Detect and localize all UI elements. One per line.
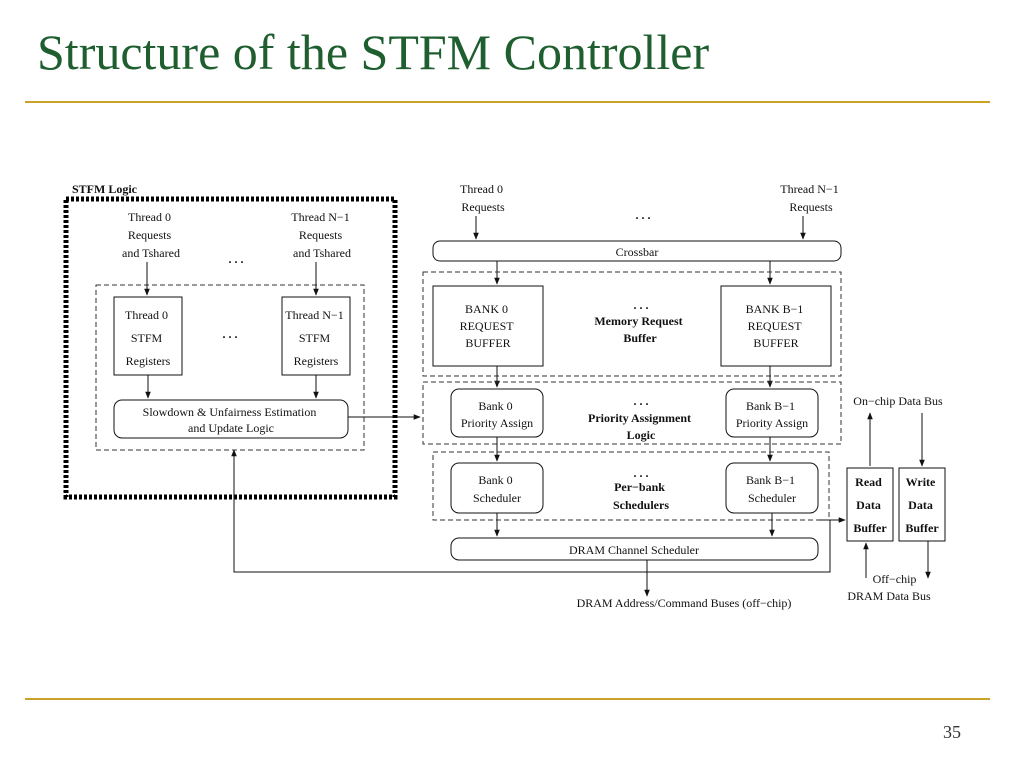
thread0-requests-tshared-label: Thread 0 Requests and Tshared (122, 210, 180, 260)
bankB1-priority-assign-box (725, 388, 819, 438)
bankB1-scheduler-box (725, 462, 819, 514)
ellipsis-schedulers: . . . (634, 466, 649, 480)
threadN1-stfm-registers-box (281, 296, 351, 376)
read-data-buffer-box (846, 467, 894, 542)
bottom-divider (25, 698, 990, 700)
bankB1-scheduler-label: Bank B−1 Scheduler (746, 473, 798, 505)
thread0-stfm-registers-label: Thread 0 STFM Registers (125, 308, 171, 368)
thread0-requests-label: Thread 0 Requests (460, 182, 506, 214)
slowdown-unfairness-logic-box (113, 399, 349, 439)
dram-channel-scheduler-label: DRAM Channel Scheduler (569, 543, 699, 557)
bank0-request-buffer-label: BANK 0 REQUEST BUFFER (460, 302, 517, 350)
dram-address-command-buses-label: DRAM Address/Command Buses (off−chip) (577, 596, 792, 610)
bankB1-request-buffer-label: BANK B−1 REQUEST BUFFER (746, 302, 807, 350)
ellipsis-threads-top-left: . . . (229, 252, 244, 266)
stfm-logic-label: STFM Logic (72, 182, 138, 196)
dram-channel-scheduler-box (450, 537, 819, 561)
bank0-priority-assign-label: Bank 0 Priority Assign (461, 399, 533, 430)
slowdown-unfairness-logic-label: Slowdown & Unfairness Estimation and Upd… (143, 405, 320, 435)
read-data-buffer-label: Read Data Buffer (853, 475, 887, 535)
memory-request-buffer-label: Memory Request Buffer (594, 314, 685, 345)
threadN1-requests-label: Thread N−1 Requests (780, 182, 841, 214)
slide-title: Structure of the STFM Controller (37, 24, 710, 80)
feedback-arrow-to-slowdown-logic (231, 449, 831, 573)
crossbar-box (432, 240, 842, 262)
threadN1-stfm-registers-label: Thread N−1 STFM Registers (285, 308, 346, 368)
per-bank-schedulers-label: Per−bank Schedulers (613, 480, 669, 512)
crossbar-label: Crossbar (616, 245, 659, 259)
ellipsis-priority: . . . (634, 394, 649, 408)
bankB1-priority-assign-label: Bank B−1 Priority Assign (736, 399, 808, 430)
bank0-scheduler-label: Bank 0 Scheduler (473, 473, 521, 505)
priority-assignment-region (422, 381, 842, 445)
top-divider (25, 101, 990, 103)
bank0-scheduler-box (450, 462, 544, 514)
write-data-buffer-label: Write Data Buffer (905, 475, 939, 535)
bankB1-request-buffer-box (720, 285, 832, 367)
bank0-request-buffer-box (432, 285, 544, 367)
stfm-logic-border (63, 196, 398, 500)
ellipsis-buffers: . . . (634, 298, 649, 312)
priority-assignment-logic-label: Priority Assignment Logic (588, 411, 694, 442)
threadN1-requests-tshared-label: Thread N−1 Requests and Tshared (291, 210, 352, 260)
ellipsis-right-threads: . . . (636, 208, 651, 222)
page-number: 35 (943, 722, 961, 742)
memory-request-buffer-region (422, 271, 842, 377)
on-chip-data-bus-label: On−chip Data Bus (853, 394, 943, 408)
ellipsis-registers: . . . (223, 327, 238, 341)
write-data-buffer-box (898, 467, 946, 542)
off-chip-dram-data-bus-label: Off−chip DRAM Data Bus (847, 572, 931, 603)
